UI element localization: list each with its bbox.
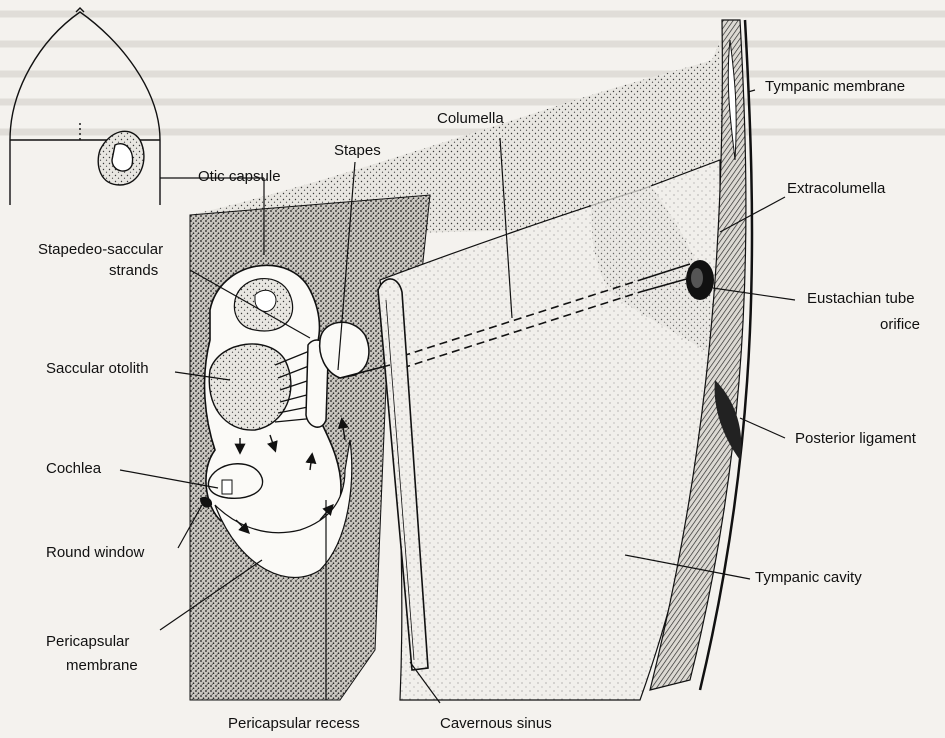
label-tympanic-cavity: Tympanic cavity bbox=[755, 569, 862, 587]
label-columella: Columella bbox=[437, 110, 504, 128]
label-stapes: Stapes bbox=[334, 142, 381, 160]
saccular-otolith bbox=[209, 344, 291, 430]
label-posterior-ligament: Posterior ligament bbox=[795, 430, 916, 448]
label-eustachian-orifice: orifice bbox=[880, 316, 920, 334]
label-tympanic-membrane: Tympanic membrane bbox=[765, 78, 905, 96]
label-cochlea: Cochlea bbox=[46, 460, 101, 478]
label-eustachian-tube: Eustachian tube bbox=[807, 290, 915, 308]
label-otic-capsule: Otic capsule bbox=[198, 168, 281, 186]
label-stapedeo-saccular-line2: strands bbox=[109, 262, 158, 280]
label-round-window: Round window bbox=[46, 544, 144, 562]
label-saccular-otolith: Saccular otolith bbox=[46, 360, 149, 378]
label-pericapsular-membrane: membrane bbox=[66, 657, 138, 675]
label-extracolumella: Extracolumella bbox=[787, 180, 885, 198]
label-cavernous-sinus: Cavernous sinus bbox=[440, 715, 552, 733]
skull-inset bbox=[10, 8, 160, 205]
label-pericapsular-recess: Pericapsular recess bbox=[228, 715, 360, 733]
label-stapedeo-saccular: Stapedeo-saccular bbox=[38, 241, 163, 259]
label-pericapsular: Pericapsular bbox=[46, 633, 129, 651]
